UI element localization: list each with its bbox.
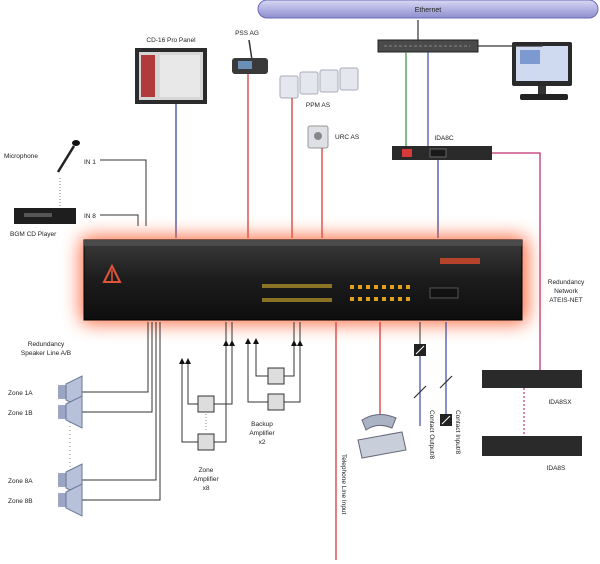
zone-8b-label: Zone 8B [8, 498, 33, 505]
ppm-as-label: PPM AS [306, 102, 331, 109]
pc-monitor [512, 42, 572, 100]
input-in1-label: IN 1 [84, 159, 96, 166]
zone-1b-speaker: Zone 1B [8, 395, 83, 429]
backup-amplifier-markers [245, 338, 303, 346]
zone-1b-label: Zone 1B [8, 410, 33, 417]
contact-output-label: Contact Output/8 [428, 410, 435, 460]
zone-amplifier-1 [197, 395, 215, 413]
pss-ag: PSS AG [232, 30, 268, 74]
zone-amplifier-markers [179, 340, 235, 364]
backup-amplifier-wires [247, 322, 301, 403]
telephone-line-label: Telephone Line Input [340, 454, 347, 515]
backup-amplifier-line2: Amplifier [249, 430, 275, 437]
urc-as: URC AS [307, 125, 360, 149]
zone-amplifier-line2: Amplifier [193, 476, 219, 483]
redundancy-network-line3: ATEIS-NET [549, 297, 582, 304]
microphone: Microphone [4, 140, 80, 173]
zone-amplifier-line3: x8 [203, 485, 210, 492]
speaker-wires [82, 322, 161, 501]
network-switch [377, 39, 479, 53]
redundancy-network-line2: Network [554, 288, 579, 295]
rack-logo-icon [102, 263, 122, 283]
redundancy-network-line1: Redundancy [548, 279, 585, 286]
backup-amplifier-2 [267, 393, 285, 411]
zone-8b-speaker: Zone 8B [8, 483, 83, 517]
ethernet-bar: Ethernet [257, 0, 599, 19]
microphone-label: Microphone [4, 153, 38, 160]
ppm-as: PPM AS [279, 67, 359, 109]
contact-input [439, 322, 453, 426]
backup-amplifier-line3: x2 [259, 439, 266, 446]
cd16-panel: CD-16 Pro Panel [135, 37, 207, 104]
input-in8-label: IN 8 [84, 213, 96, 220]
zone-8a-label: Zone 8A [8, 478, 33, 485]
zone-1a-label: Zone 1A [8, 390, 33, 397]
ethernet-label: Ethernet [415, 7, 442, 14]
bgm-cd-player: BGM CD Player [10, 208, 76, 238]
telephone-icon [357, 414, 407, 459]
speaker-lines-line2: Speaker Line A/B [21, 350, 71, 357]
ida8sx-label: IDA8SX [548, 399, 572, 406]
ida8sx: IDA8SX [482, 370, 582, 406]
urc-as-label: URC AS [335, 134, 360, 141]
main-rack-unit [83, 239, 523, 321]
speaker-lines-line1: Redundancy [28, 341, 65, 348]
ida8c: IDA8C [392, 135, 492, 160]
wire-redundancy-network [492, 152, 541, 370]
pss-ag-label: PSS AG [235, 30, 259, 37]
backup-amplifier-line1: Backup [251, 421, 273, 428]
ida8c-label: IDA8C [434, 135, 453, 142]
contact-input-label: Contact Input/8 [454, 410, 461, 454]
rack-led-row [350, 285, 410, 301]
zone-amplifier-wires [181, 322, 233, 443]
backup-amplifier-1 [267, 367, 285, 385]
bgm-player-label: BGM CD Player [10, 231, 57, 238]
ida8s: IDA8S [482, 436, 582, 472]
ida8s-label: IDA8S [547, 465, 566, 472]
zone-amplifier-line1: Zone [199, 467, 214, 474]
contact-output [413, 322, 427, 426]
cd16-panel-label: CD-16 Pro Panel [146, 37, 196, 44]
zone-amplifier-2 [197, 433, 215, 451]
